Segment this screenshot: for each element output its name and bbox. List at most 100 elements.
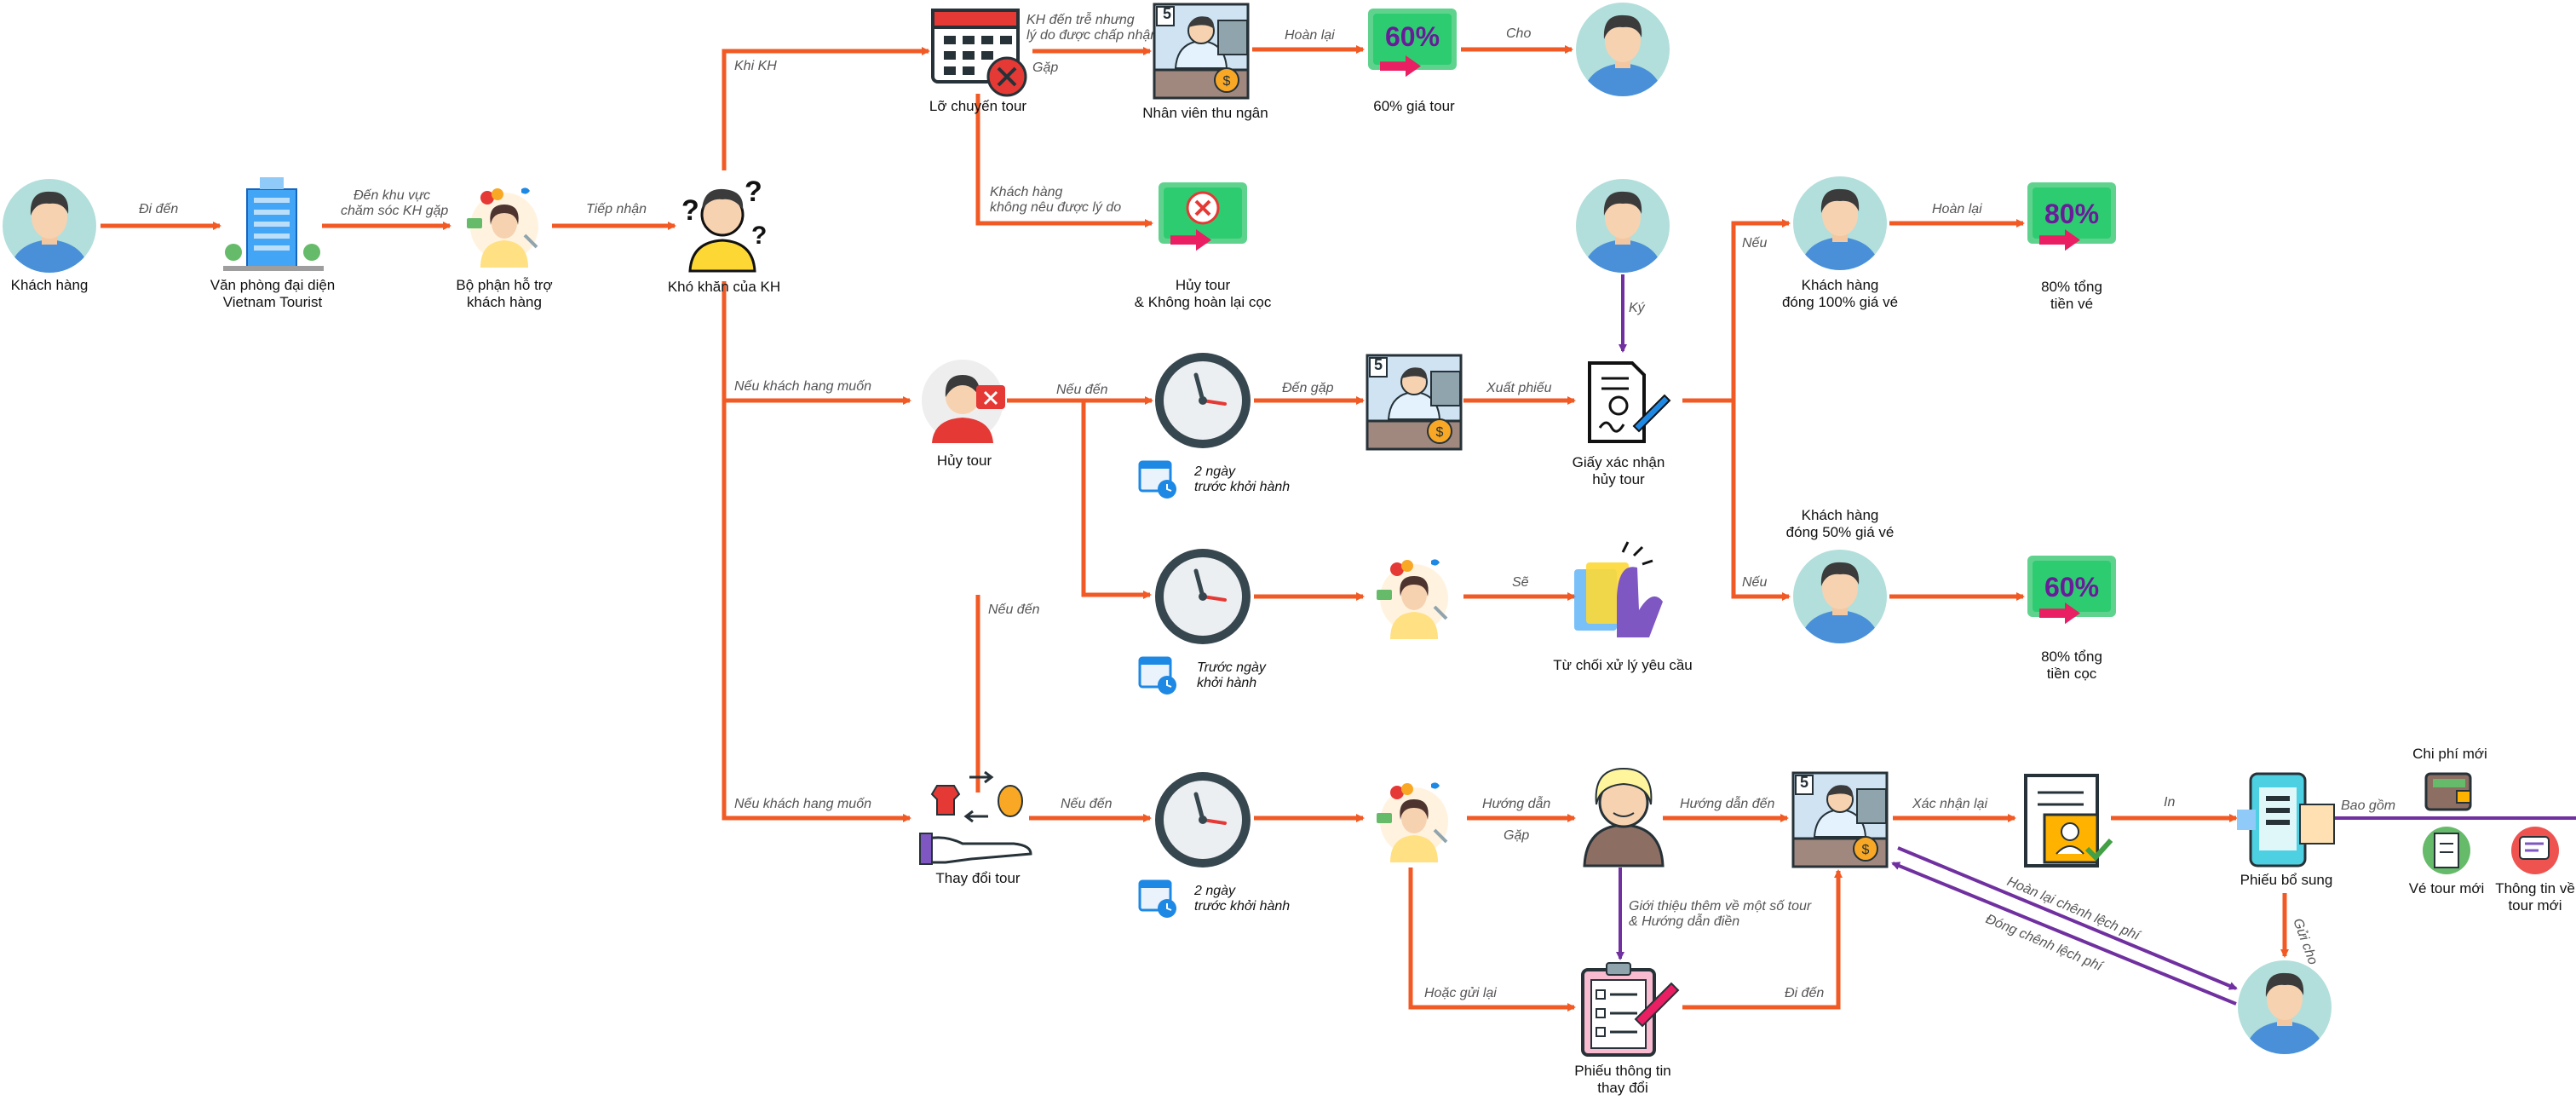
- label-huong-dan-den: Hướng dẫn đến: [1680, 795, 1775, 811]
- node-new-info: Thông tin về tour mới: [2495, 827, 2575, 914]
- refund-60-badge-2: 60%: [2044, 572, 2099, 602]
- node-report: [2024, 774, 2113, 868]
- svg-text:?: ?: [681, 194, 699, 227]
- office-building-icon: [223, 177, 324, 271]
- node-missed-tour: Lỡ chuyến tour: [929, 9, 1027, 114]
- label-cho: Cho: [1506, 26, 1531, 41]
- calendar-icon: [1138, 460, 1178, 500]
- hand-stop-icon: [1574, 541, 1663, 637]
- node-change-info-label-2: thay đổi: [1597, 1080, 1648, 1096]
- support-agent-icon: [465, 186, 540, 269]
- calendar-icon: [1138, 879, 1178, 919]
- node-cancel-no-refund-label-1: Hủy tour: [1176, 277, 1231, 293]
- node-cust-100-label-2: đóng 100% giá vé: [1782, 294, 1898, 310]
- clock-icon: [1155, 549, 1251, 644]
- svg-text:?: ?: [745, 176, 762, 208]
- node-office-label-1: Văn phòng đại diện: [210, 277, 336, 293]
- edge-labels: Đi đến Đến khu vực chăm sóc KH gặp Tiếp …: [139, 11, 2395, 1000]
- node-customer-start-label: Khách hàng: [11, 277, 89, 293]
- guide-person-icon: [1583, 767, 1665, 868]
- node-customer-50: Khách hàng đóng 50% giá vé: [1786, 507, 1895, 649]
- label-gap-1: Gặp: [1032, 61, 1058, 75]
- info-chat-icon: [2511, 827, 2559, 874]
- label-gap-2: Gặp: [1504, 828, 1529, 843]
- node-cashier: 5 Nhân viên thu ngân: [1142, 3, 1268, 121]
- node-refund-60: 60% 60% giá tour: [1368, 9, 1457, 114]
- node-guide: [1583, 767, 1665, 868]
- label-no-reason-2: không nêu được lý do: [990, 200, 1121, 215]
- node-support-label-2: khách hàng: [467, 294, 542, 310]
- node-customer-100: Khách hàng đóng 100% giá vé: [1782, 176, 1898, 310]
- support-agent-icon: [1375, 781, 1450, 864]
- node-customer-receive: [1576, 3, 1670, 102]
- node-customer-sign: [1576, 179, 1670, 279]
- label-late-1: KH đến trễ nhưng: [1026, 11, 1135, 27]
- label-gioi-thieu-2: & Hướng dẫn điền: [1629, 913, 1739, 929]
- node-cancel-tour: Hủy tour: [922, 360, 1005, 469]
- refund-60-badge: 60%: [1385, 21, 1440, 52]
- node-supplement-label: Phiếu bổ sung: [2240, 872, 2333, 888]
- two-days-2-label-2: trước khởi hành: [1194, 899, 1290, 914]
- node-change-tour: Thay đổi tour: [919, 770, 1032, 886]
- clock-icon: [1155, 772, 1251, 868]
- node-cust-50-label-2: đóng 50% giá vé: [1786, 524, 1895, 540]
- node-support-2: [1375, 557, 1450, 641]
- flow-edges: [101, 45, 2289, 1012]
- node-cancel-tour-label: Hủy tour: [937, 453, 992, 469]
- label-huong-dan: Hướng dẫn: [1482, 795, 1550, 811]
- label-late-2: lý do được chấp nhận: [1026, 28, 1158, 43]
- node-cashier-2: 5: [1366, 354, 1463, 451]
- node-new-cost: Chi phí mới: [2412, 746, 2487, 811]
- label-cham-soc: chăm sóc KH gặp: [341, 204, 448, 218]
- label-in: In: [2164, 795, 2175, 810]
- cashier-window-number: 5: [1163, 5, 1171, 22]
- node-support-label-1: Bộ phận hỗ trợ: [456, 277, 552, 293]
- node-office-label-2: Vietnam Tourist: [223, 294, 323, 310]
- cashier-window-number-2: 5: [1374, 356, 1383, 373]
- node-clock-2days-1: 2 ngày trước khởi hành: [1138, 353, 1290, 500]
- label-gioi-thieu-1: Giới thiệu thêm về một số tour: [1629, 899, 1812, 914]
- document-sign-icon: [1588, 361, 1671, 443]
- node-support: Bộ phận hỗ trợ khách hàng: [456, 186, 553, 310]
- node-cust-50-label-1: Khách hàng: [1802, 507, 1879, 523]
- label-hoan-lai-2: Hoàn lại: [1932, 202, 1982, 216]
- label-xuat-phieu: Xuất phiếu: [1486, 381, 1552, 395]
- node-reject-label: Từ chối xử lý yêu cầu: [1553, 657, 1693, 673]
- calendar-icon: [1138, 656, 1178, 696]
- label-hoac-gui-lai: Hoặc gửi lại: [1424, 986, 1497, 1000]
- node-confirm-cancel-label-2: hủy tour: [1592, 471, 1645, 487]
- node-refund-80-deposit-label-2: tiền cọc: [2047, 666, 2097, 682]
- ticket-icon: [2423, 827, 2470, 874]
- node-missed-tour-label: Lỡ chuyến tour: [929, 98, 1026, 114]
- label-no-reason-1: Khách hàng: [990, 185, 1063, 199]
- node-confirm-cancel-label-1: Giấy xác nhận: [1573, 454, 1665, 470]
- node-refund-80-total: 80% 80% tổng tiền vé: [2027, 182, 2116, 312]
- support-agent-icon: [1375, 557, 1450, 641]
- label-neu-den-3: Nếu đến: [1061, 797, 1113, 811]
- secondary-edges: [1616, 274, 2576, 1006]
- node-refund-80-deposit: 60% 80% tổng tiền cọc: [2027, 556, 2116, 682]
- node-new-info-label-2: tour mới: [2508, 897, 2562, 914]
- wallet-icon: [2424, 772, 2472, 811]
- money-cancel-icon: [1159, 182, 1247, 251]
- cancel-person-icon: [922, 360, 1005, 443]
- node-office: Văn phòng đại diện Vietnam Tourist: [210, 177, 336, 310]
- label-di-den-2: Đi đến: [1785, 986, 1824, 1000]
- label-den-khu-vuc: Đến khu vực: [354, 188, 430, 203]
- label-khi-kh: Khi KH: [734, 59, 777, 73]
- exchange-hand-icon: [919, 770, 1032, 865]
- confused-person-icon: ? ? ?: [681, 176, 767, 273]
- label-se: Sẽ: [1512, 575, 1529, 590]
- label-neu-den-1: Nếu đến: [1056, 383, 1108, 397]
- two-days-1-label-2: trước khởi hành: [1194, 480, 1290, 494]
- node-customer-pay: [2238, 960, 2332, 1060]
- refund-80-badge: 80%: [2044, 199, 2099, 229]
- svg-text:?: ?: [751, 222, 767, 250]
- two-days-2-label-1: 2 ngày: [1193, 884, 1236, 898]
- node-supplement: Phiếu bổ sung: [2237, 772, 2335, 888]
- node-difficulty: ? ? ? Khó khăn của KH: [668, 176, 780, 295]
- node-cancel-no-refund: Hủy tour & Không hoàn lại cọc: [1135, 182, 1272, 310]
- label-neu-kh-muon-1: Nếu khách hang muốn: [734, 379, 871, 394]
- clock-icon: [1155, 353, 1251, 448]
- node-change-info: Phiếu thông tin thay đổi: [1574, 962, 1680, 1096]
